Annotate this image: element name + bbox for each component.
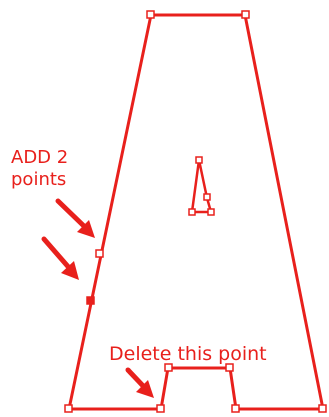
arrow-icon: [41, 236, 79, 280]
anchor-point-icon[interactable]: [203, 193, 211, 201]
anchor-point-icon[interactable]: [231, 404, 240, 413]
arrow-icon: [125, 367, 154, 398]
inner-counter-path[interactable]: [190, 159, 213, 214]
anchor-point-icon[interactable]: [195, 156, 203, 164]
anchor-point-icon[interactable]: [241, 10, 250, 19]
anchor-point-icon[interactable]: [318, 404, 327, 413]
add-label-line1: ADD 2: [11, 147, 69, 168]
selected-anchor-point-icon[interactable]: [86, 296, 95, 305]
arrow-icon: [55, 198, 95, 238]
add-label-line2: points: [11, 169, 67, 190]
anchor-point-icon[interactable]: [95, 249, 104, 258]
anchor-point-icon[interactable]: [164, 363, 173, 372]
add-points-annotation: ADD 2 points: [11, 147, 68, 191]
anchor-point-icon[interactable]: [225, 363, 234, 372]
delete-point-annotation: Delete this point: [109, 343, 267, 365]
anchor-point-icon[interactable]: [64, 404, 73, 413]
anchor-point-icon[interactable]: [146, 10, 155, 19]
anchor-point-icon[interactable]: [156, 404, 165, 413]
anchor-point-icon[interactable]: [207, 208, 215, 216]
anchor-point-icon[interactable]: [188, 208, 196, 216]
